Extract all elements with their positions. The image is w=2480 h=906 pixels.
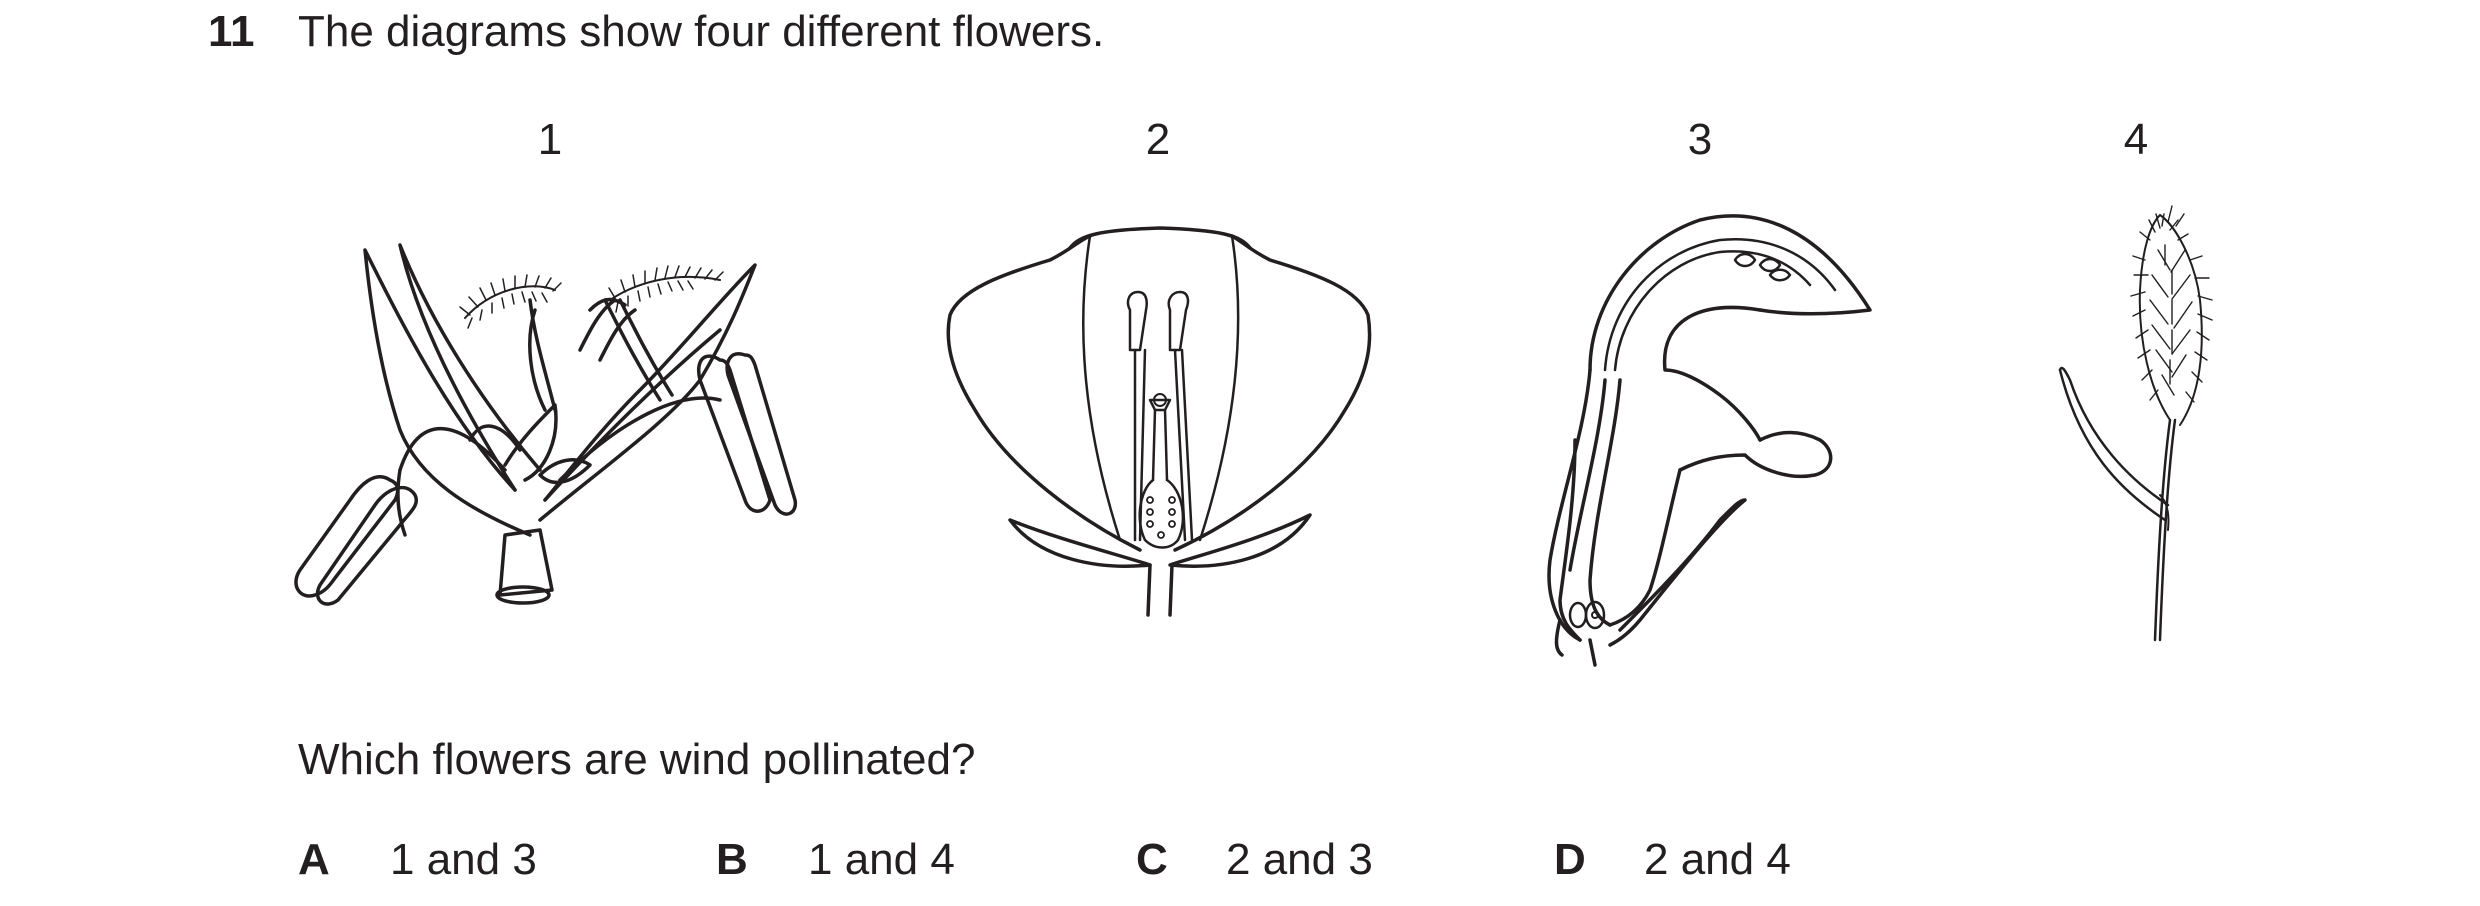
question-text: The diagrams show four different flowers…: [298, 7, 1105, 56]
option-b-letter[interactable]: B: [716, 835, 748, 884]
flower-label-1: 1: [537, 115, 563, 164]
option-d-text[interactable]: 2 and 4: [1644, 835, 1791, 884]
flower-2-diagram: [946, 226, 1372, 617]
option-d-letter[interactable]: D: [1554, 835, 1586, 884]
flower-3-diagram: [1547, 214, 1872, 667]
question-prompt: Which flowers are wind pollinated?: [298, 735, 976, 784]
flower-label-3: 3: [1687, 115, 1713, 164]
option-c-letter[interactable]: C: [1136, 835, 1168, 884]
flower-4-diagram: [2058, 205, 2213, 642]
question-number: 11: [208, 7, 255, 56]
flower-label-4: 4: [2123, 115, 2149, 164]
option-b-text[interactable]: 1 and 4: [808, 835, 955, 884]
option-a-text[interactable]: 1 and 3: [390, 835, 537, 884]
option-a-letter[interactable]: A: [298, 835, 330, 884]
flower-label-2: 2: [1145, 115, 1171, 164]
flower-1-diagram: [294, 243, 798, 606]
option-c-text[interactable]: 2 and 3: [1226, 835, 1373, 884]
